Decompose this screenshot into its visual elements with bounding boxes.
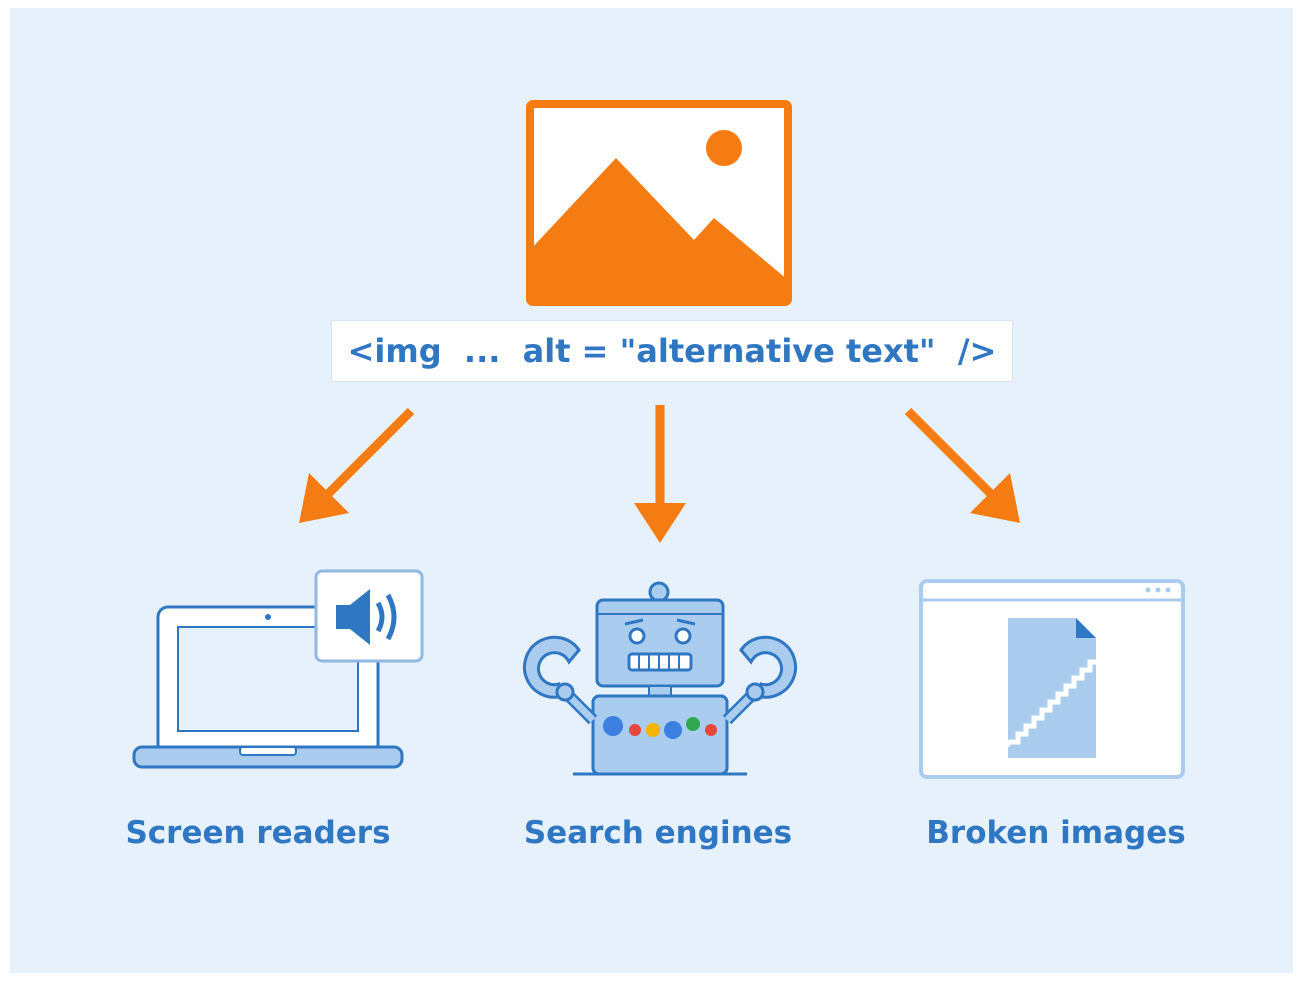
laptop-speaker-icon <box>132 569 424 769</box>
broken-image-icon <box>919 579 1185 779</box>
arrow-left-icon <box>299 407 415 523</box>
speaker-icon <box>336 589 397 645</box>
arrow-down-icon <box>634 405 686 543</box>
caption-broken-images: Broken images <box>926 815 1186 851</box>
caption-search-engines: Search engines <box>523 815 793 851</box>
alt-code-snippet: <img ... alt = "alternative text" /> <box>331 320 1013 382</box>
image-icon <box>526 100 792 306</box>
arrow-right-icon <box>904 407 1020 523</box>
caption-screen-readers: Screen readers <box>125 815 391 851</box>
robot-icon <box>522 581 798 776</box>
